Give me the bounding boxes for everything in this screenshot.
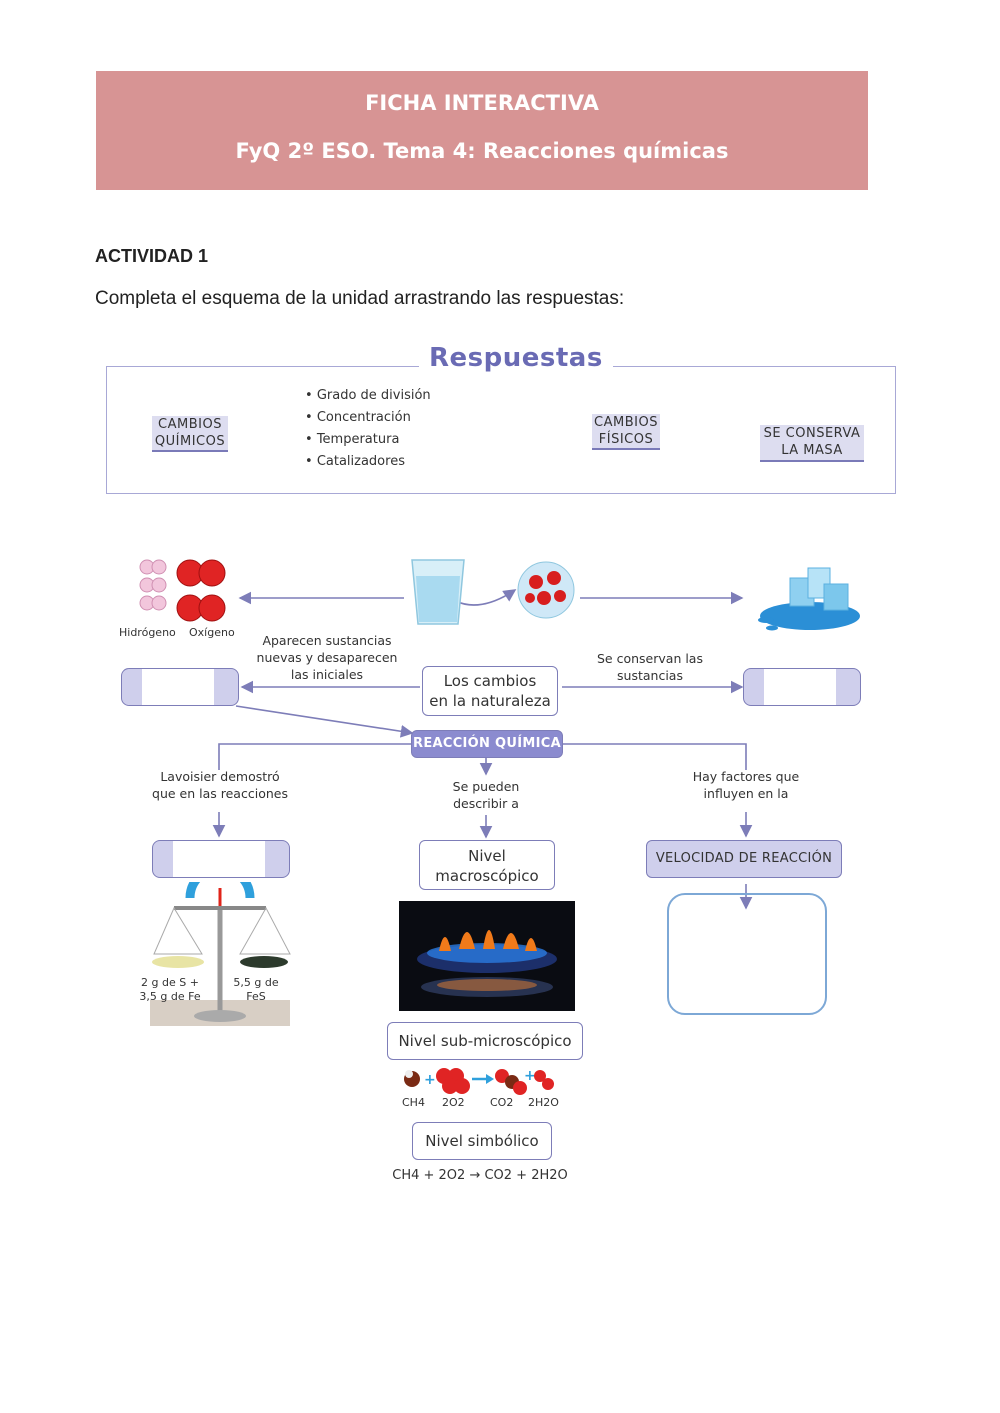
factors-label: Hay factores que influyen en la: [676, 768, 816, 802]
label-line: Lavoisier demostró: [160, 769, 280, 784]
submicroscopic-level-node: Nivel sub-microscópico: [387, 1022, 583, 1060]
title-banner: FICHA INTERACTIVA FyQ 2º ESO. Tema 4: Re…: [96, 71, 868, 190]
conserved-substances-label: Se conservan las sustancias: [590, 650, 710, 684]
factors-list: Grado de división Concentración Temperat…: [305, 385, 431, 473]
new-substances-label: Aparecen sustancias nuevas y desaparecen…: [252, 632, 402, 683]
banner-title: FICHA INTERACTIVA: [365, 91, 599, 115]
label-line: Hay factores que: [692, 769, 800, 784]
drop-slot-right[interactable]: [743, 668, 861, 706]
molecule-label-co2: CO2: [490, 1096, 514, 1109]
answer-chip-se-conserva-masa[interactable]: SE CONSERVA LA MASA: [760, 425, 864, 462]
chemical-reaction-node: REACCIÓN QUÍMICA: [411, 730, 563, 758]
list-item: Concentración: [305, 407, 431, 429]
water-molecules-icon: [517, 561, 575, 619]
hydrogen-oxygen-molecules-icon: [139, 559, 226, 622]
node-line: Los cambios: [443, 672, 537, 690]
chemical-equation: CH4 + 2O2 → CO2 + 2H2O: [392, 1168, 568, 1183]
label-line: que en las reacciones: [152, 786, 288, 801]
label-line: FeS: [246, 990, 266, 1003]
label-line: sustancias: [617, 668, 683, 683]
activity-title: ACTIVIDAD 1: [95, 246, 209, 266]
svg-text:+: +: [424, 1072, 436, 1088]
balance-scale-icon: [150, 882, 291, 1026]
list-item: Temperatura: [305, 429, 431, 451]
molecule-label-o2: 2O2: [442, 1096, 465, 1109]
label-line: nuevas y desaparecen: [256, 650, 398, 665]
reaction-speed-node: VELOCIDAD DE REACCIÓN: [646, 840, 842, 878]
banner-subtitle: FyQ 2º ESO. Tema 4: Reacciones químicas: [235, 139, 729, 163]
answer-chip-cambios-quimicos[interactable]: CAMBIOS QUÍMICOS: [152, 416, 228, 452]
label-line: describir a: [453, 796, 519, 811]
label-line: las iniciales: [290, 667, 364, 682]
answer-chip-cambios-fisicos[interactable]: CAMBIOS FÍSICOS: [592, 414, 660, 450]
molecule-label-ch4: CH4: [402, 1096, 425, 1109]
label-line: 5,5 g de: [233, 976, 279, 989]
drop-slot-lavoisier[interactable]: [152, 840, 290, 878]
label-line: Se conservan las: [597, 651, 703, 666]
chip-line: LA MASA: [781, 443, 843, 458]
chip-line: SE CONSERVA: [763, 426, 861, 441]
symbolic-level-node: Nivel simbólico: [412, 1122, 552, 1160]
chip-line: CAMBIOS: [594, 415, 658, 430]
chip-line: QUÍMICOS: [154, 434, 226, 449]
drop-slot-left[interactable]: [121, 668, 239, 706]
label-line: Aparecen sustancias: [262, 633, 392, 648]
hydrogen-label: Hidrógeno: [119, 626, 176, 639]
list-item: Catalizadores: [305, 451, 431, 473]
balance-right-label: 5,5 g de FeS: [224, 976, 288, 1004]
label-line: influyen en la: [703, 786, 789, 801]
balance-left-label: 2 g de S + 3,5 g de Fe: [130, 976, 210, 1004]
reaction-molecules-icon: + +: [404, 1068, 554, 1095]
label-line: Se pueden: [452, 779, 520, 794]
oxygen-label: Oxígeno: [189, 626, 235, 639]
node-line: macroscópico: [435, 867, 539, 885]
svg-text:+: +: [524, 1068, 536, 1084]
lavoisier-label: Lavoisier demostró que en las reacciones: [140, 768, 300, 802]
ice-water-icon: [758, 567, 860, 631]
chip-line: FÍSICOS: [598, 432, 654, 447]
node-line: Nivel: [468, 847, 506, 865]
chip-line: CAMBIOS: [158, 417, 222, 432]
describe-label: Se pueden describir a: [436, 778, 536, 812]
activity-instruction: Completa el esquema de la unidad arrastr…: [95, 288, 625, 309]
answers-title: Respuestas: [419, 343, 613, 373]
water-glass-icon: [411, 559, 465, 625]
macroscopic-level-node: Nivel macroscópico: [419, 840, 555, 890]
natural-changes-node: Los cambios en la naturaleza: [422, 666, 558, 716]
list-item: Grado de división: [305, 385, 431, 407]
molecule-label-h2o: 2H2O: [528, 1096, 559, 1109]
label-line: 3,5 g de Fe: [139, 990, 201, 1003]
drop-area-factors[interactable]: [667, 893, 827, 1015]
node-line: en la naturaleza: [429, 692, 551, 710]
gas-flame-photo: [399, 901, 575, 1011]
label-line: 2 g de S +: [141, 976, 199, 989]
